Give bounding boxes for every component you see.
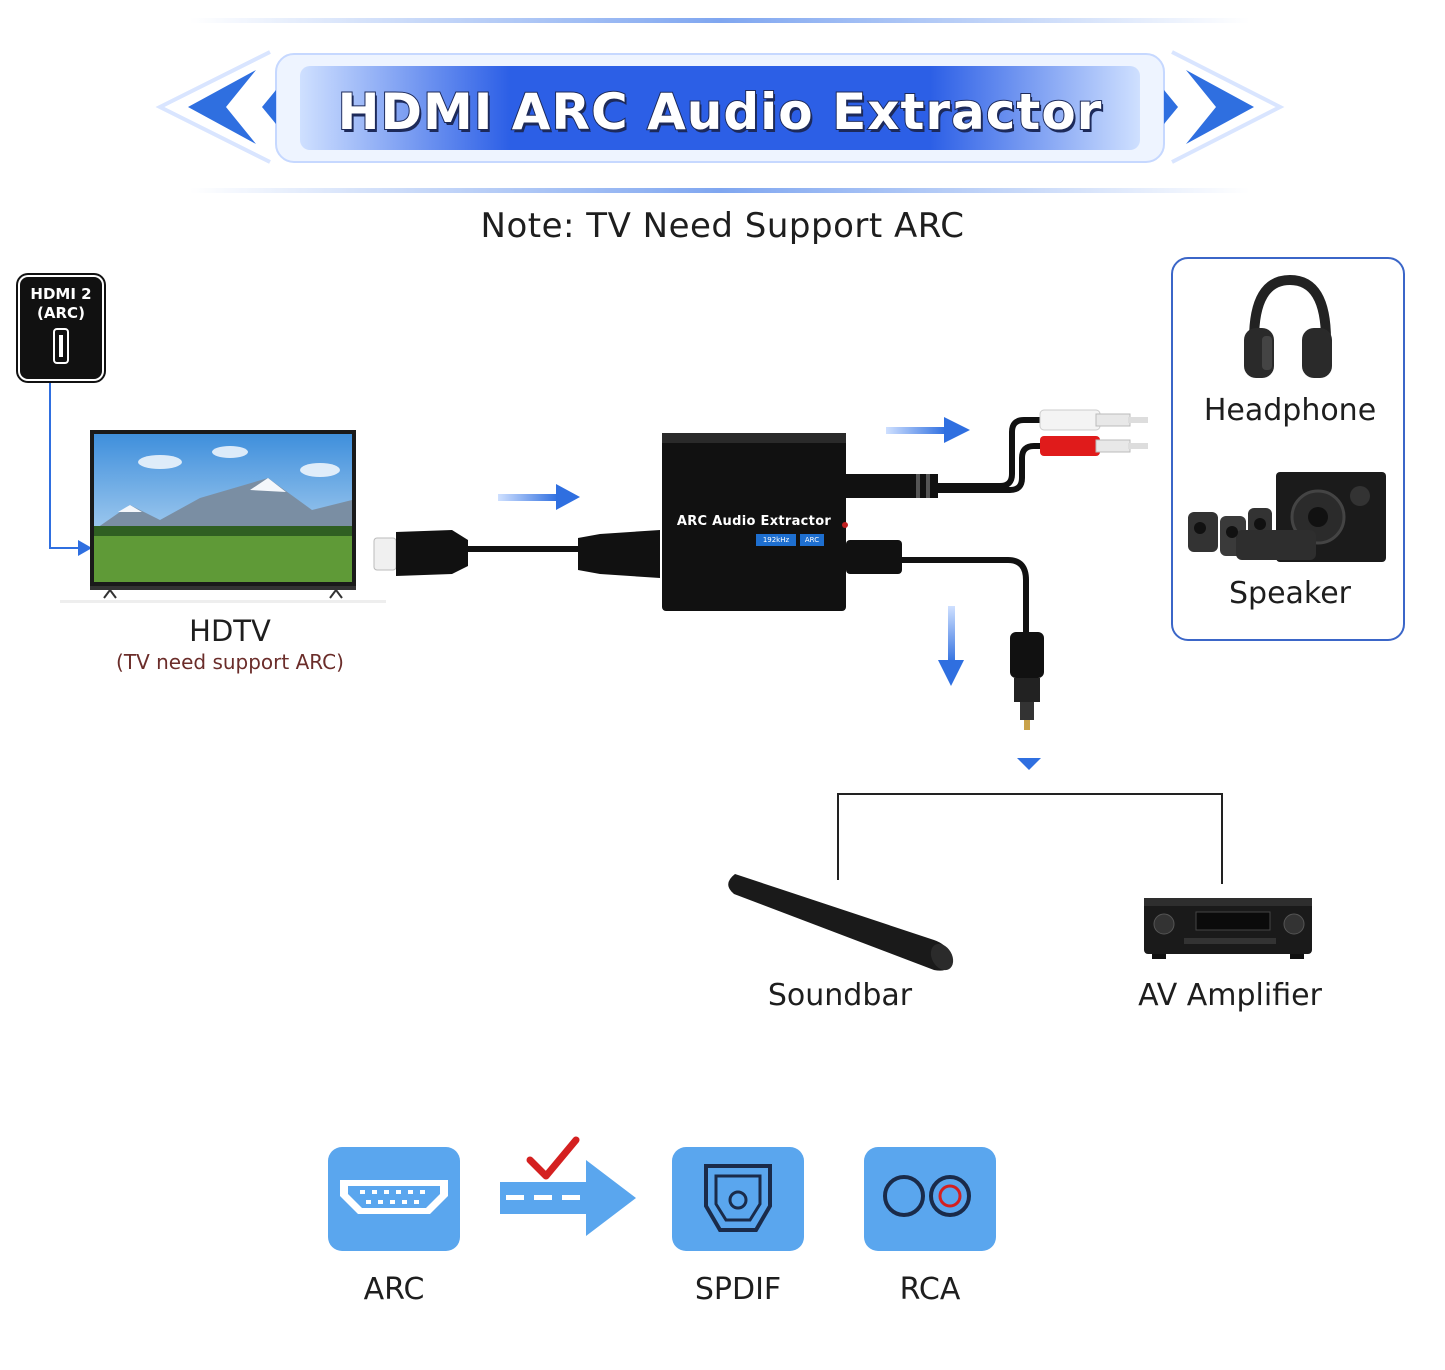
optical-cable — [846, 540, 1044, 730]
badge-line-2: (ARC) — [37, 304, 85, 322]
badge-line-1: HDMI 2 — [30, 285, 92, 303]
arc-chip: ARC — [800, 534, 824, 546]
speaker-image — [1188, 472, 1386, 562]
title-banner — [155, 18, 1285, 193]
hdmi-port-icon — [53, 328, 69, 364]
arc-hdmi-icon — [328, 1147, 460, 1251]
headphone-label: Headphone — [1203, 393, 1377, 428]
chevron-right-icon — [1164, 50, 1285, 164]
extractor-title: ARC Audio Extractor — [676, 514, 832, 529]
arrow-right-icon — [886, 417, 970, 443]
rate-chip: 192kHz — [756, 534, 796, 546]
rca-label: RCA — [899, 1272, 961, 1307]
soundbar-label: Soundbar — [767, 978, 913, 1013]
arrow-down-small-icon — [1017, 758, 1041, 770]
hdtv-label: HDTV — [189, 614, 271, 648]
arrow-down-icon — [938, 606, 964, 686]
arrow-right-icon — [498, 484, 580, 510]
extractor-device — [662, 433, 848, 611]
spdif-label: SPDIF — [694, 1272, 782, 1307]
hdtv-sublabel: (TV need support ARC) — [116, 650, 344, 674]
page-title: HDMI ARC Audio Extractor — [337, 82, 1103, 142]
spdif-optical-icon — [672, 1147, 804, 1251]
hdmi-cable — [373, 530, 660, 578]
hdmi-port-badge: HDMI 2 (ARC) — [20, 277, 102, 379]
chevron-left-icon — [155, 50, 276, 164]
soundbar-image — [728, 874, 954, 971]
check-icon — [526, 1136, 580, 1180]
headphone-image — [1244, 274, 1332, 378]
arc-label: ARC — [363, 1272, 425, 1307]
rca-cable — [846, 409, 1148, 498]
note-text: Note: TV Need Support ARC — [480, 206, 965, 246]
av-amplifier-image — [1144, 898, 1312, 959]
av-amplifier-label: AV Amplifier — [1138, 978, 1322, 1013]
rca-jacks-icon — [864, 1147, 996, 1251]
speaker-label: Speaker — [1228, 576, 1352, 611]
conversion-arrow-icon — [500, 1160, 636, 1236]
hdtv-image — [60, 430, 386, 603]
